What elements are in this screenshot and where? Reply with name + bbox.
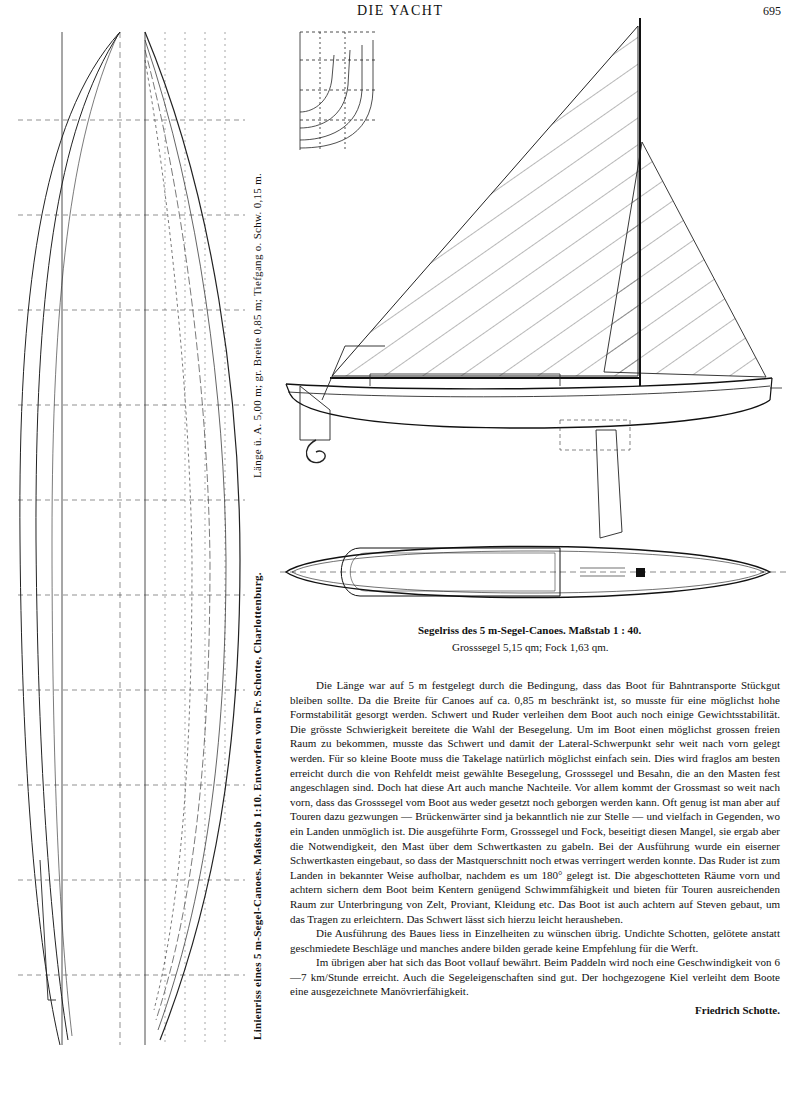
lines-plan xyxy=(18,32,245,1045)
sail-area-caption: Grosssegel 5,15 qm; Fock 1,63 qm. xyxy=(452,641,608,653)
article-text: Die Länge war auf 5 m festgelegt durch d… xyxy=(290,678,780,1018)
body-plan xyxy=(300,32,375,150)
sail-plan xyxy=(286,18,782,538)
author-signature: Friedrich Schotte. xyxy=(290,1003,780,1018)
deck-plan xyxy=(280,546,790,597)
paragraph: Die Länge war auf 5 m festgelegt durch d… xyxy=(290,678,780,926)
lines-plan-caption: Linienriss eines 5 m-Segel-Canoes. Maßst… xyxy=(251,572,264,1040)
paragraph: Im übrigen aber hat sich das Boot vollau… xyxy=(290,955,780,999)
page-number: 695 xyxy=(763,4,781,19)
sail-plan-caption: Segelriss des 5 m-Segel-Canoes. Maßstab … xyxy=(418,624,641,636)
running-head: DIE YACHT xyxy=(357,3,443,19)
dimensions-caption: Länge ü. A. 5,00 m; gr. Breite 0,85 m; T… xyxy=(251,173,264,478)
paragraph: Die Ausführung des Baues liess in Einzel… xyxy=(290,926,780,955)
